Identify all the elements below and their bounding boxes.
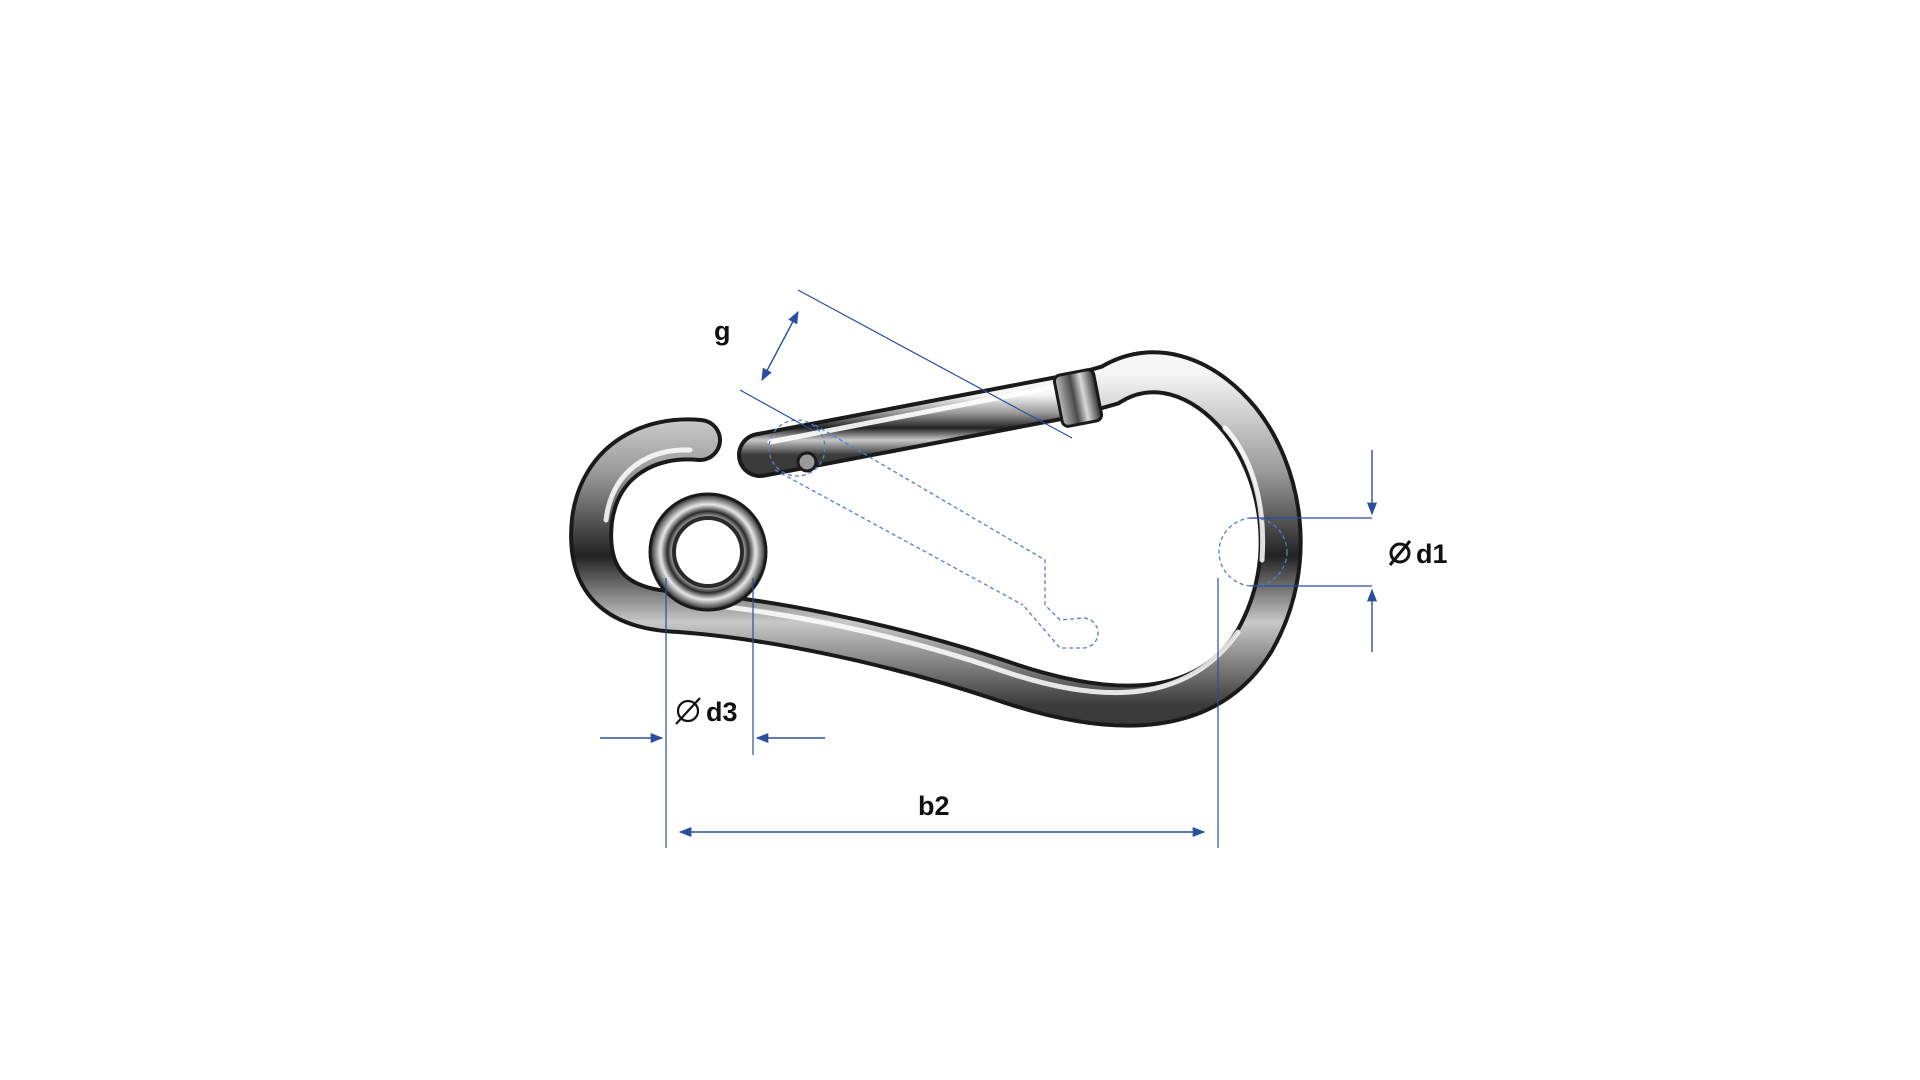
gate-latch — [1052, 368, 1104, 428]
hidden-wire-section — [1218, 517, 1288, 587]
dim-label-g: g — [714, 316, 731, 346]
dimension-b2: b2 — [678, 578, 1219, 848]
diameter-sign-icon — [1388, 540, 1412, 566]
dimension-g: g — [714, 289, 1073, 439]
gate-bar-highlight — [767, 382, 1068, 445]
carabiner-highlight — [603, 425, 1266, 696]
eye-hole — [672, 516, 744, 588]
hidden-pivot-circle — [768, 419, 826, 477]
dim-label-d3: d3 — [706, 697, 738, 727]
diameter-sign-icon — [675, 697, 701, 725]
gate-open-outline — [768, 419, 1288, 649]
carabiner-body — [569, 350, 1303, 728]
gate-pivot-pin — [796, 451, 818, 473]
carabiner-surface — [573, 354, 1299, 724]
dim-label-b2: b2 — [918, 791, 950, 821]
dimension-d1: d1 — [1250, 450, 1448, 652]
dimension-d3: d3 — [600, 578, 825, 848]
dim-label-d1: d1 — [1416, 539, 1448, 569]
gate-bar-surface — [741, 376, 1094, 474]
spring-gate — [737, 368, 1104, 478]
hidden-gate-path — [774, 424, 1099, 649]
